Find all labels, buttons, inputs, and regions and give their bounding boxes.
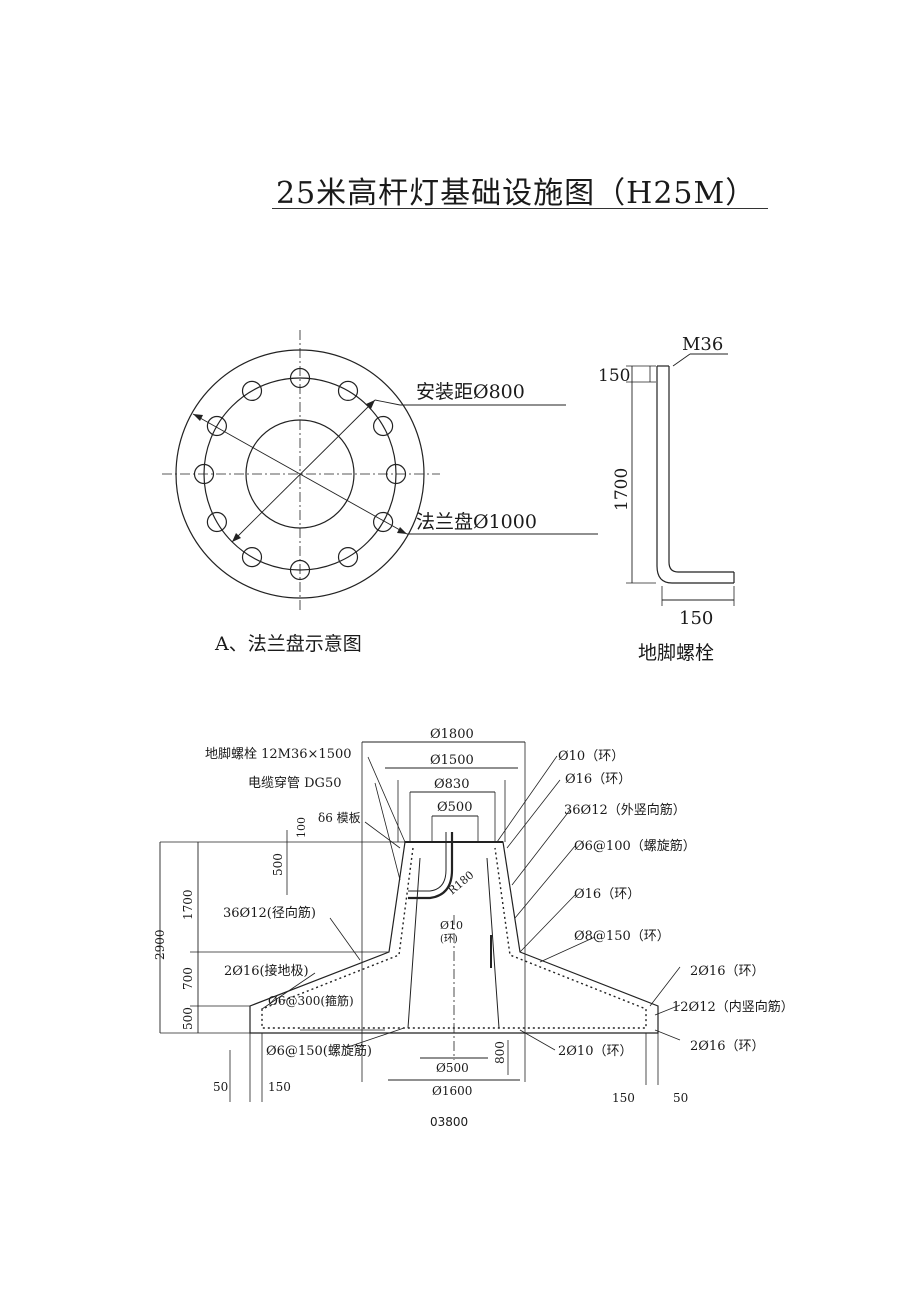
anchor-foot-length-label: 150 [679, 608, 713, 629]
inner-ring-label: Ø10 [440, 919, 463, 932]
right-leaders [496, 755, 681, 1051]
bolt-hole [373, 511, 394, 533]
callout-spiral-100: Ø6@100（螺旋筋） [574, 838, 696, 854]
flange-diameter-line [192, 413, 408, 535]
callout-anchor-bolts: 地脚螺栓 12M36×1500 [205, 746, 352, 762]
callout-spiral-150: Ø6@150(螺旋筋) [266, 1043, 372, 1059]
callout-radial-bars: 36Ø12(径向筋) [223, 905, 316, 921]
dim-left-700: 700 [181, 967, 195, 990]
anchor-caption: 地脚螺栓 [638, 642, 714, 664]
anchor-thread-label: M36 [682, 334, 723, 355]
section-dim-1500: Ø1500 [430, 753, 474, 768]
section-dim-1800: Ø1800 [430, 727, 474, 742]
flange-diameter-label: 法兰盘Ø1000 [416, 511, 537, 533]
dim-bottom-1600: Ø1600 [432, 1084, 472, 1098]
bolt-hole [206, 415, 227, 437]
dim-bottom-500: Ø500 [436, 1061, 469, 1075]
bolt-hole [241, 380, 263, 401]
callout-ring-16-b: 2Ø16（环） [690, 1039, 764, 1054]
anchor-top-length-label: 150 [598, 366, 630, 386]
bolt-hole [337, 380, 359, 401]
flange-diagram [162, 330, 598, 612]
dim-left-500b: 500 [181, 1007, 195, 1030]
dim-bottom-50-right: 50 [673, 1091, 688, 1105]
foundation-section [159, 741, 681, 1102]
dim-bottom-50-left: 50 [213, 1080, 228, 1094]
callout-ring-8: Ø8@150（环） [574, 929, 670, 944]
mount-diameter-line [231, 399, 376, 543]
bend-radius-label: R180 [446, 869, 477, 898]
inner-vertical-bars [407, 857, 500, 1029]
dim-bottom-150-left: 150 [268, 1080, 291, 1094]
callout-cable-pipe: 电缆穿管 DG50 [248, 775, 341, 791]
callout-template: δ6 模板 [318, 811, 361, 825]
section-base-label: 03800 [430, 1115, 468, 1129]
callout-ring-10: Ø10（环） [558, 749, 624, 764]
cable-pipe-inner [408, 832, 447, 892]
dim-bottom-800: 800 [493, 1041, 507, 1064]
anchor-bolt-outer-edge [668, 366, 734, 573]
callout-ring-16-mid: Ø16（环） [574, 887, 640, 902]
cable-pipe [408, 832, 454, 900]
dim-left-500: 500 [271, 853, 285, 876]
callout-ring-16-a: 2Ø16（环） [690, 964, 764, 979]
flange-caption: A、法兰盘示意图 [214, 633, 362, 655]
bolt-hole [241, 546, 263, 568]
page-title: 25米高杆灯基础设施图（H25M） [276, 176, 757, 211]
dim-left-1700: 1700 [181, 889, 195, 920]
anchor-length-label: 1700 [612, 468, 632, 511]
callout-ring-2x10: 2Ø10（环） [558, 1044, 632, 1059]
anchor-bolt-inner-edge [656, 366, 734, 584]
inner-ring-sublabel: (环) [440, 934, 458, 945]
callout-ring-16-top: Ø16（环） [565, 772, 631, 787]
dim-bottom-150-right: 150 [612, 1091, 635, 1105]
bolt-hole [373, 415, 394, 437]
left-leaders [261, 756, 406, 1049]
dim-left-2900: 2900 [153, 929, 167, 960]
callout-stirrups: Ø6@300(箍筋) [268, 993, 354, 1008]
title-underline [272, 208, 768, 209]
anchor-bolt-diagram [626, 353, 735, 606]
section-dim-830: Ø830 [434, 777, 469, 792]
mount-distance-label: 安装距Ø800 [416, 381, 525, 403]
section-dim-500: Ø500 [437, 800, 472, 815]
bolt-hole [206, 511, 227, 533]
callout-ground-rod: 2Ø16(接地极) [224, 963, 309, 979]
callout-outer-vertical: 36Ø12（外竖向筋） [564, 802, 686, 818]
callout-inner-vertical: 12Ø12（内竖向筋） [672, 999, 794, 1015]
bolt-holes [193, 367, 407, 581]
dim-left-100: 100 [295, 817, 308, 838]
bolt-hole [337, 546, 359, 568]
